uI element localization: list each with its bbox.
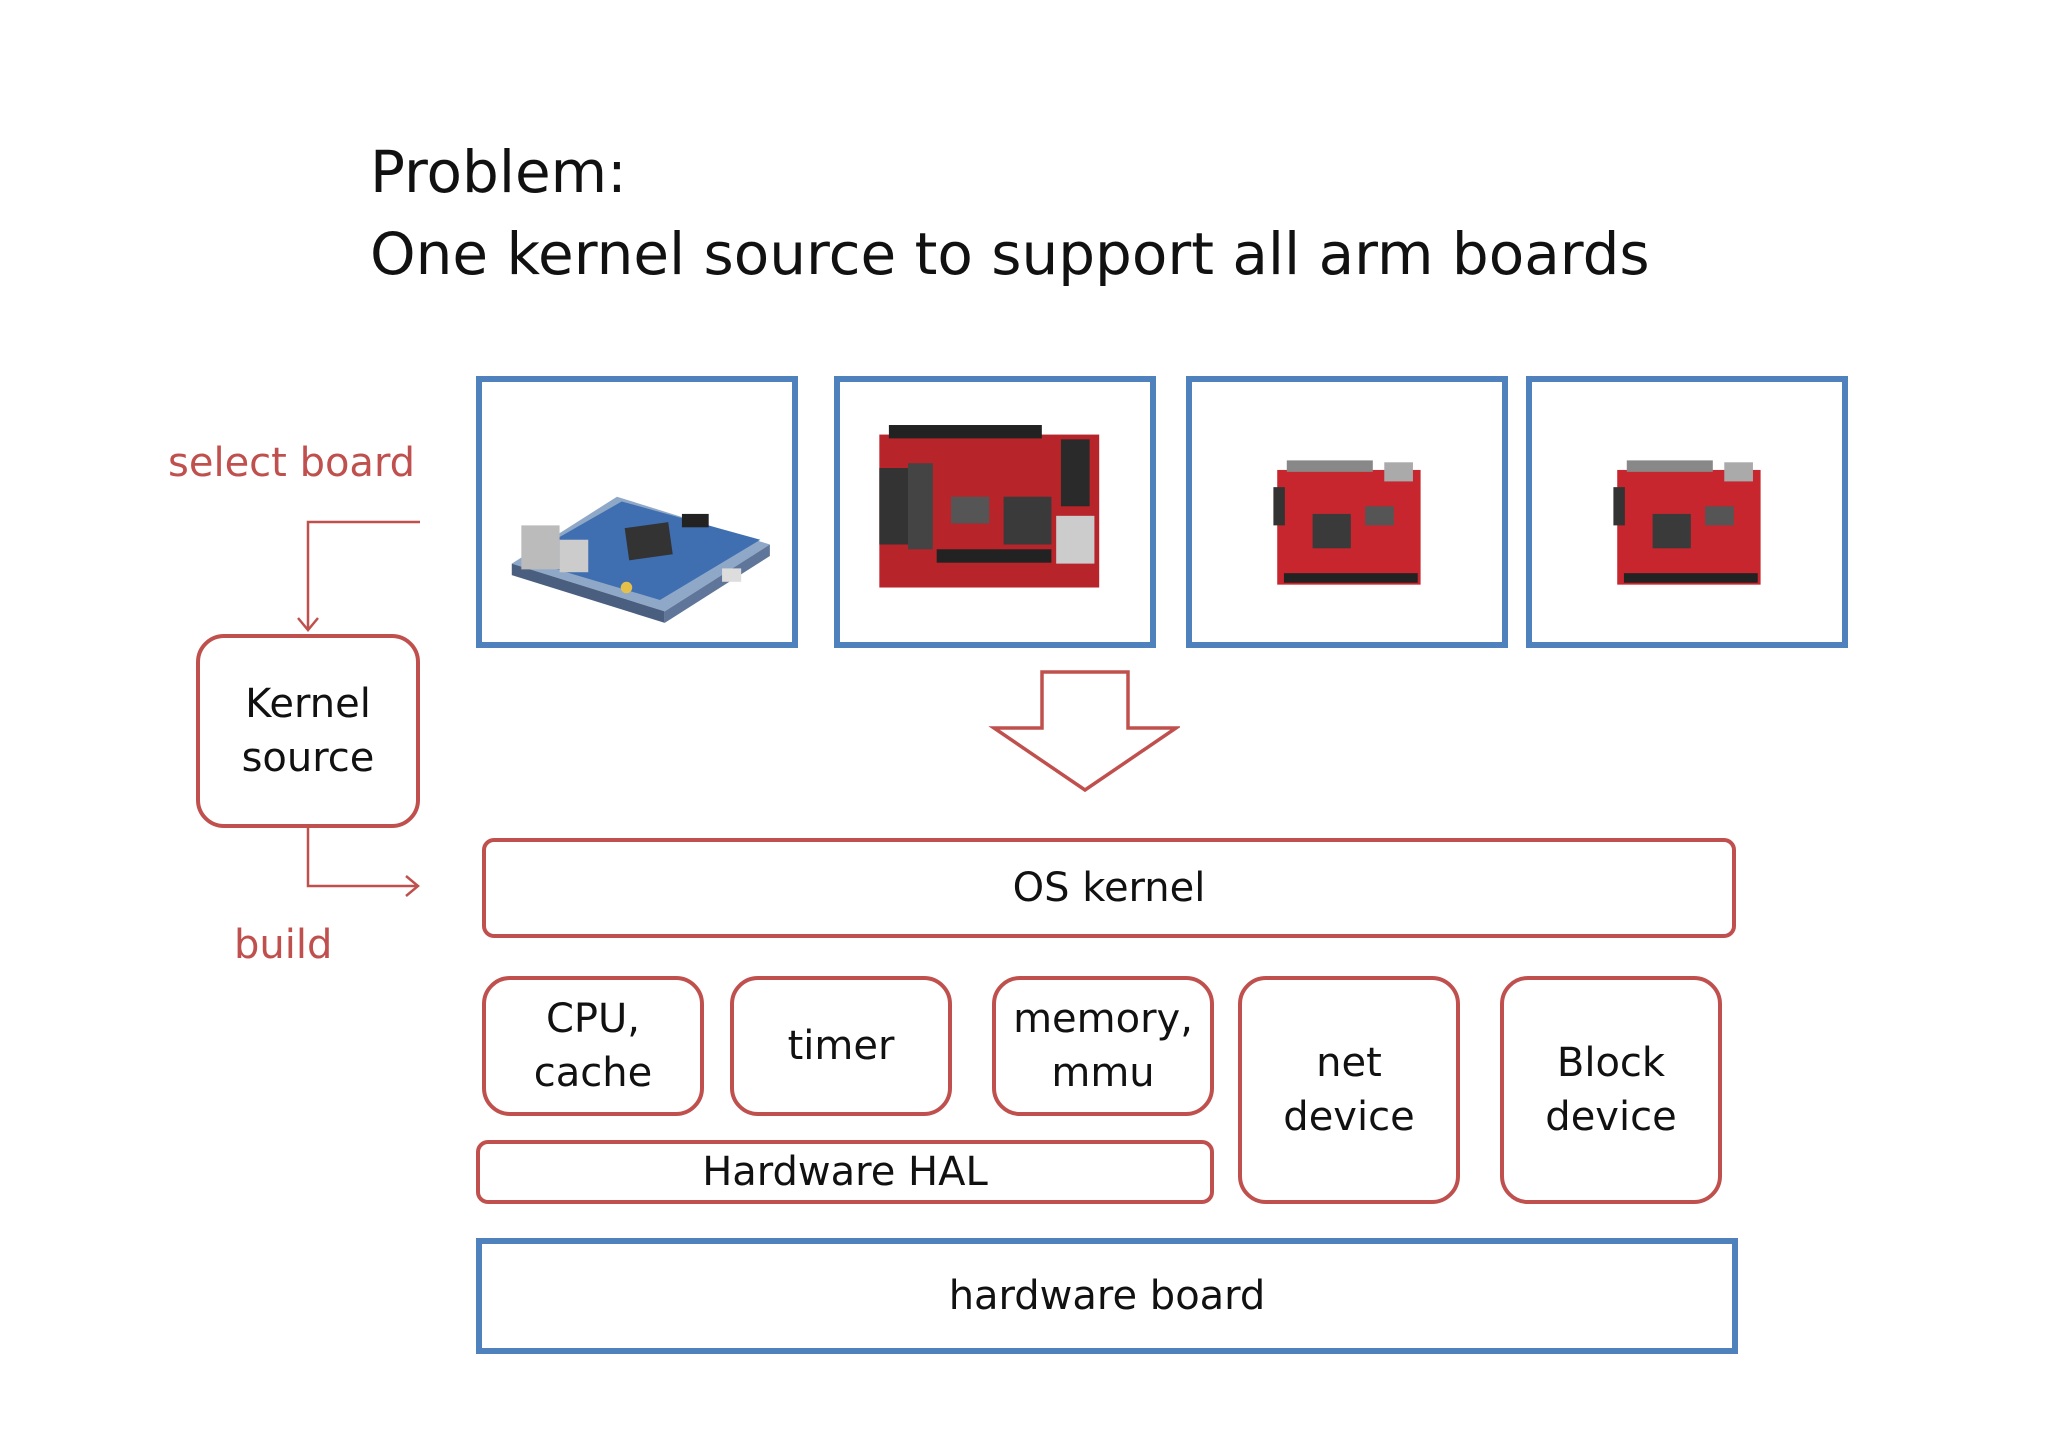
red-board-photo-icon <box>879 425 1100 588</box>
memory-mmu-box: memory, mmu <box>992 976 1214 1116</box>
net-device-box: net device <box>1238 976 1460 1204</box>
blue-board-photo-icon <box>511 496 770 623</box>
board-image-2 <box>834 376 1156 648</box>
select-board-label: select board <box>168 440 416 486</box>
red-board-photo-icon <box>1613 460 1761 585</box>
os-kernel-box: OS kernel <box>482 838 1736 938</box>
select-arrow <box>297 520 420 632</box>
cpu-cache-box: CPU, cache <box>482 976 704 1116</box>
build-label: build <box>234 922 333 968</box>
hardware-board-box: hardware board <box>476 1238 1738 1354</box>
board-image-4 <box>1526 376 1848 648</box>
build-arrow <box>306 826 420 897</box>
board-image-1 <box>476 376 798 648</box>
hardware-hal-box: Hardware HAL <box>476 1140 1214 1204</box>
kernel-source-box: Kernel source <box>196 634 420 828</box>
board-image-3 <box>1186 376 1508 648</box>
timer-box: timer <box>730 976 952 1116</box>
title-line-1: Problem: <box>370 138 627 206</box>
red-board-photo-icon <box>1273 460 1421 585</box>
block-device-box: Block device <box>1500 976 1722 1204</box>
title-line-2: One kernel source to support all arm boa… <box>370 220 1650 288</box>
down-arrow <box>988 670 1180 793</box>
